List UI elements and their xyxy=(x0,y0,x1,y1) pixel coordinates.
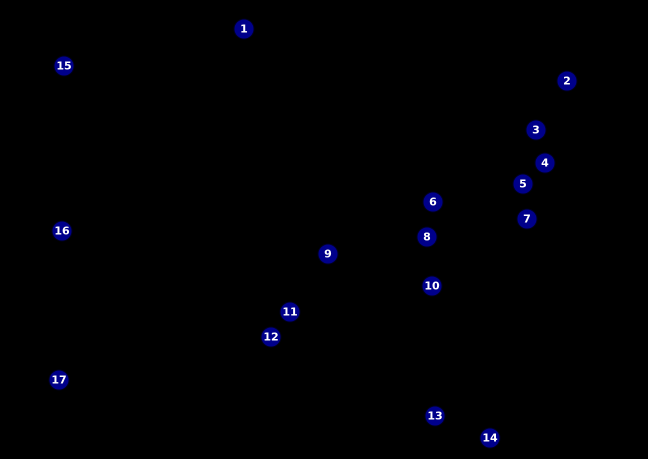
som-marker-12[interactable]: 12 xyxy=(260,326,282,348)
som-marker-4[interactable]: 4 xyxy=(534,152,556,174)
som-marker-5[interactable]: 5 xyxy=(512,173,534,195)
som-marker-11[interactable]: 11 xyxy=(279,301,301,323)
som-marker-16[interactable]: 16 xyxy=(51,220,73,242)
som-marker-14[interactable]: 14 xyxy=(479,427,501,449)
som-marker-13[interactable]: 13 xyxy=(424,405,446,427)
som-marker-17[interactable]: 17 xyxy=(48,369,70,391)
som-marker-15[interactable]: 15 xyxy=(53,55,75,77)
som-marker-9[interactable]: 9 xyxy=(317,243,339,265)
som-marker-8[interactable]: 8 xyxy=(416,226,438,248)
som-marker-6[interactable]: 6 xyxy=(422,191,444,213)
som-marker-3[interactable]: 3 xyxy=(525,119,547,141)
som-marker-10[interactable]: 10 xyxy=(421,275,443,297)
som-marker-1[interactable]: 1 xyxy=(233,18,255,40)
som-marker-2[interactable]: 2 xyxy=(556,70,578,92)
som-marker-7[interactable]: 7 xyxy=(516,208,538,230)
